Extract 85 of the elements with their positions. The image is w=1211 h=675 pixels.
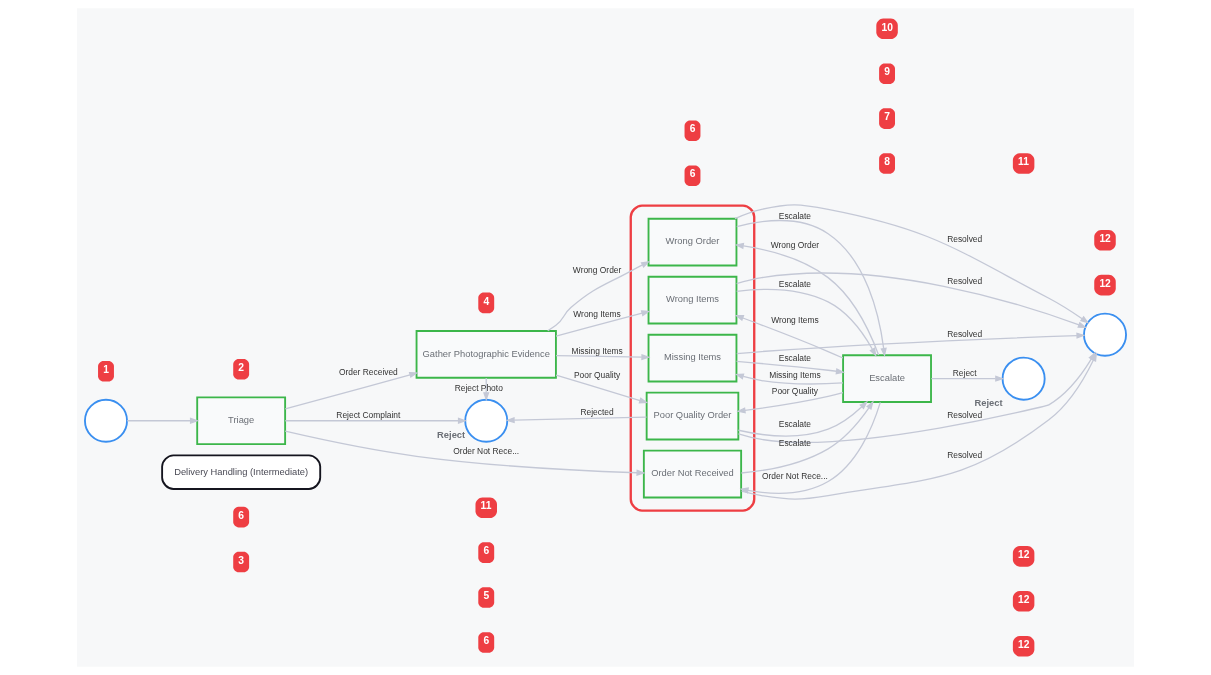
- arrow: [735, 272, 1087, 328]
- edge-label: Escalate: [778, 210, 812, 221]
- label: 10: [881, 21, 893, 33]
- node-box: Delivery Handling (Intermediate): [161, 454, 322, 490]
- arrow: [284, 371, 419, 410]
- edge-label: Wrong Order: [770, 239, 820, 250]
- edge-label: Resolved: [947, 450, 983, 461]
- node-circle: [84, 398, 128, 443]
- arrow: [737, 400, 868, 437]
- arrow: [735, 360, 846, 375]
- arrow: [734, 242, 880, 356]
- edge-label: Poor Quality: [573, 369, 621, 380]
- node-circle: [1083, 312, 1127, 357]
- edge-label: Resolved: [947, 410, 983, 421]
- label: 3: [238, 554, 245, 566]
- arrow: [555, 353, 651, 361]
- arrow: [505, 416, 648, 424]
- edge-label: Poor Quality: [771, 385, 819, 396]
- node-box: Order Not Received: [642, 449, 743, 499]
- arrow: [736, 332, 1086, 355]
- edge-label: Escalate: [778, 438, 812, 449]
- label: 9: [884, 66, 890, 78]
- node-box: Gather Photographic Evidence: [415, 330, 557, 379]
- edge-label: Reject: [952, 368, 977, 379]
- label: 8: [884, 156, 890, 168]
- edge-label: Missing Items: [571, 345, 623, 356]
- arrow: [740, 400, 874, 474]
- arrow: [284, 417, 468, 424]
- edge-label: Order Not Rece...: [453, 445, 520, 456]
- node-circle: [1001, 356, 1046, 401]
- label: 12: [1018, 638, 1030, 650]
- node-box: Wrong Items: [647, 275, 738, 325]
- label: 12: [1099, 277, 1111, 289]
- label: 12: [1099, 232, 1111, 244]
- label: 4: [483, 295, 490, 307]
- edge-label: Reject Complaint: [336, 410, 401, 421]
- label: 11: [1018, 156, 1029, 168]
- arrow: [734, 314, 844, 359]
- edge-label: Order Not Rece...: [761, 470, 828, 481]
- node-circle: [464, 398, 509, 443]
- arrow: [734, 204, 1090, 324]
- edge-label: Resolved: [947, 234, 983, 245]
- arrow: [284, 430, 646, 476]
- node-label: Reject: [437, 430, 466, 441]
- node-box: Poor Quality Order: [645, 391, 740, 441]
- label: 11: [480, 500, 492, 512]
- arrow: [739, 401, 881, 494]
- edge-label: Missing Items: [769, 369, 821, 380]
- edge-label: Resolved: [947, 276, 983, 287]
- label: 1: [103, 363, 109, 375]
- arrow: [555, 310, 651, 337]
- edge-label: Reject Photo: [454, 382, 503, 393]
- edge-label: Escalate: [778, 279, 812, 290]
- arrow: [736, 220, 887, 358]
- arrow: [126, 417, 200, 424]
- node-box: Missing Items: [647, 333, 738, 383]
- label: 6: [689, 168, 696, 180]
- arrow: [734, 373, 844, 385]
- label: 2: [238, 361, 245, 373]
- arrow: [547, 261, 651, 332]
- edge-label: Wrong Order: [572, 265, 622, 276]
- node-box: Triage: [196, 396, 287, 446]
- edge-label: Rejected: [580, 407, 614, 418]
- edge-label: Order Received: [338, 367, 398, 378]
- label: 12: [1018, 549, 1030, 561]
- label: 12: [1018, 593, 1030, 605]
- cluster: [629, 204, 756, 512]
- label: 6: [689, 123, 696, 135]
- label: 7: [884, 111, 890, 123]
- edge-label: Wrong Items: [771, 314, 819, 325]
- label: 5: [483, 590, 490, 602]
- node-box: Escalate: [842, 354, 932, 403]
- edge-label: Resolved: [947, 328, 983, 339]
- node-label: Reject: [974, 398, 1003, 409]
- arrow: [930, 375, 1005, 382]
- arrow: [555, 374, 649, 404]
- edge-label: Escalate: [778, 418, 812, 429]
- node-box: Wrong Order: [647, 217, 738, 267]
- edge-label: Wrong Items: [573, 309, 621, 320]
- arrow: [736, 288, 877, 357]
- label: 6: [238, 509, 245, 521]
- arrow: [736, 392, 844, 414]
- label: 6: [483, 635, 490, 647]
- label: 6: [483, 545, 490, 557]
- edge-label: Escalate: [778, 353, 812, 364]
